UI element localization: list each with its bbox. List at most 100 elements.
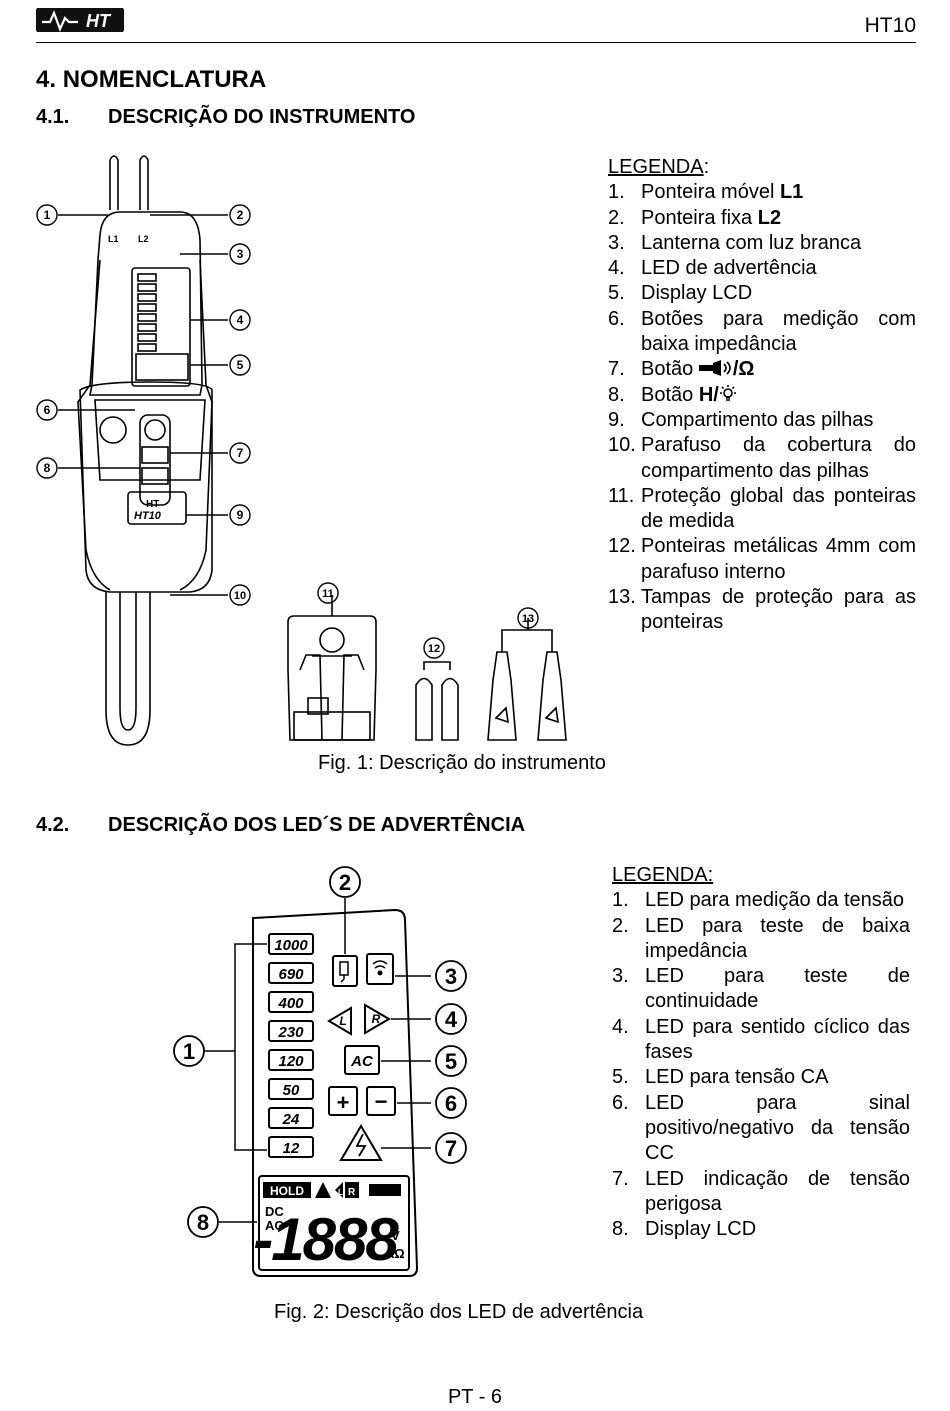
continuity-led — [366, 953, 394, 985]
lcd-r: R — [348, 1187, 356, 1198]
probe-cover-11 — [287, 615, 377, 741]
legend-item: 9.Compartimento das pilhas — [608, 408, 874, 431]
probe-tip-12b — [441, 677, 459, 741]
callout-10: 10 — [234, 590, 246, 602]
legend-leds: LEGENDA: 1.LED para medição da tensão 2.… — [612, 863, 910, 1242]
plate-brand: HT — [146, 499, 159, 510]
fig2-callout-2: 2 — [339, 870, 351, 895]
section-4-heading: 4. NOMENCLATURA — [36, 66, 266, 94]
legend-item: 10.Parafuso da cobertura do compartiment… — [608, 434, 916, 482]
fig2-callout-3: 3 — [445, 964, 457, 989]
callout-3: 3 — [237, 247, 244, 261]
plus-led — [328, 1086, 358, 1116]
fig2-led-panel: 1000 690 400 230 120 50 24 12 L R AC + −… — [173, 866, 467, 1277]
callout-5: 5 — [237, 358, 244, 372]
minus-led — [366, 1086, 396, 1116]
fig2-callout-8: 8 — [197, 1210, 209, 1235]
plate-model: HT10 — [134, 510, 162, 522]
legend-item: 6.LED para sinal positivo/negativo da te… — [612, 1091, 910, 1165]
danger-led — [339, 1124, 383, 1161]
section-4-1-title: DESCRIÇÃO DO INSTRUMENTO — [108, 106, 416, 128]
fig2-caption: Fig. 2: Descrição dos LED de advertência — [274, 1301, 644, 1323]
legend-item: 2.Ponteira fixa L2 — [608, 206, 782, 229]
section-4-1-heading: 4.1. DESCRIÇÃO DO INSTRUMENTO — [36, 106, 415, 129]
right-grip — [179, 259, 213, 591]
device-body — [79, 381, 213, 593]
fig1-instrument-drawing: L1 L2 HT HT10 1 2 3 4 5 6 7 8 9 10 11 12… — [36, 155, 567, 746]
header-rule — [36, 42, 916, 43]
legend-item: 8.Botão H/ — [608, 383, 916, 408]
phase-r-led — [364, 1003, 391, 1035]
lcd-hold: HOLD — [270, 1184, 304, 1198]
fig2-callout-1: 1 — [183, 1039, 195, 1064]
phase-l-led — [327, 1006, 352, 1036]
lcd-unit-v: V — [391, 1228, 400, 1243]
lcd-dc: DC — [265, 1204, 284, 1219]
led-l-text: L — [339, 1014, 346, 1028]
legend-item: 4.LED para sentido cíclico das fases — [612, 1015, 910, 1064]
lcd-outline — [131, 267, 191, 387]
protection-cap-13b — [537, 651, 567, 741]
left-grip — [77, 259, 111, 591]
voltage-led-12: 12 — [283, 1140, 300, 1157]
callout-2: 2 — [237, 208, 244, 222]
panel-outline — [252, 908, 419, 1277]
callout-8: 8 — [44, 461, 51, 475]
page-number: PT - 6 — [447, 1386, 503, 1408]
lcd-ac: AC — [265, 1218, 284, 1233]
section-4-2-title: DESCRIÇÃO DOS LED´S DE ADVERTÊNCIA — [108, 814, 526, 836]
callout-9: 9 — [237, 508, 244, 522]
legend-item: 4.LED de advertência — [608, 257, 817, 280]
lcd-unit-kohm: kΩ — [387, 1246, 405, 1261]
ht-logo: HT — [36, 8, 124, 32]
callout-13: 13 — [522, 613, 534, 625]
lcd-digits: -1888 — [253, 1206, 399, 1273]
logo-text: HT — [86, 11, 112, 31]
fig2-callout-5: 5 — [445, 1049, 457, 1074]
legend-instrument-list: 1.Ponteira móvel L1 2.Ponteira fixa L2 3… — [608, 180, 916, 635]
low-impedance-led — [332, 955, 358, 987]
section-4-2-number: 4.2. — [36, 814, 70, 836]
legend-item: 1.LED para medição da tensão — [612, 889, 905, 912]
callout-7: 7 — [237, 446, 244, 460]
voltage-led-230: 230 — [277, 1024, 304, 1041]
led-r-text: R — [372, 1012, 381, 1026]
callout-6: 6 — [44, 403, 51, 417]
section-4-title: NOMENCLATURA — [62, 66, 267, 93]
legend-leds-title: LEGENDA: — [612, 864, 714, 886]
probe-tip-12a — [415, 677, 433, 741]
legend-item: 3.Lanterna com luz branca — [608, 231, 862, 254]
legend-instrument-title: LEGENDA: — [608, 156, 710, 178]
legend-item: 11.Proteção global das ponteiras de medi… — [608, 484, 916, 533]
voltage-led-120: 120 — [278, 1053, 304, 1070]
legend-item: 8.Display LCD — [612, 1218, 757, 1241]
lcd-display — [258, 1175, 410, 1271]
section-4-2-heading: 4.2. DESCRIÇÃO DOS LED´S DE ADVERTÊNCIA — [36, 814, 525, 837]
legend-instrument: LEGENDA: 1.Ponteira móvel L1 2.Ponteira … — [608, 155, 916, 636]
legend-item: 5.LED para tensão CA — [612, 1066, 829, 1089]
low-impedance-icon — [698, 360, 731, 377]
flashlight-icon — [719, 384, 736, 401]
section-4-number: 4. — [36, 66, 57, 93]
fig2-callout-7: 7 — [445, 1136, 457, 1161]
legend-item: 7.Botão /Ω — [608, 358, 755, 381]
legend-item: 7.LED indicação de tensão perigosa — [612, 1167, 910, 1215]
section-4-1-number: 4.1. — [36, 106, 70, 128]
legend-item: 1.Ponteira móvel L1 — [608, 181, 804, 204]
legend-item: 12.Ponteiras metálicas 4mm com parafuso … — [608, 535, 916, 583]
legend-item: 6.Botões para medição com baixa impedânc… — [608, 307, 916, 356]
legend-item: 13.Tampas de proteção para as ponteiras — [608, 586, 916, 634]
callout-4: 4 — [237, 313, 244, 327]
voltage-led-400: 400 — [277, 995, 304, 1012]
legend-item: 5.Display LCD — [608, 282, 753, 305]
legend-item: 2.LED para teste de baixa impedância — [612, 914, 910, 962]
legend-leds-list: 1.LED para medição da tensão 2.LED para … — [612, 888, 910, 1242]
label-l2: L2 — [138, 234, 149, 244]
probe-tip-l2 — [139, 155, 149, 210]
callout-11: 11 — [322, 588, 334, 600]
led-ac-text: AC — [350, 1053, 374, 1070]
fig1-caption: Fig. 1: Descrição do instrumento — [318, 752, 606, 774]
legend-item: 3.LED para teste de continuidade — [612, 965, 910, 1013]
voltage-led-1000: 1000 — [274, 937, 308, 954]
probe-tip-l1 — [109, 155, 119, 210]
